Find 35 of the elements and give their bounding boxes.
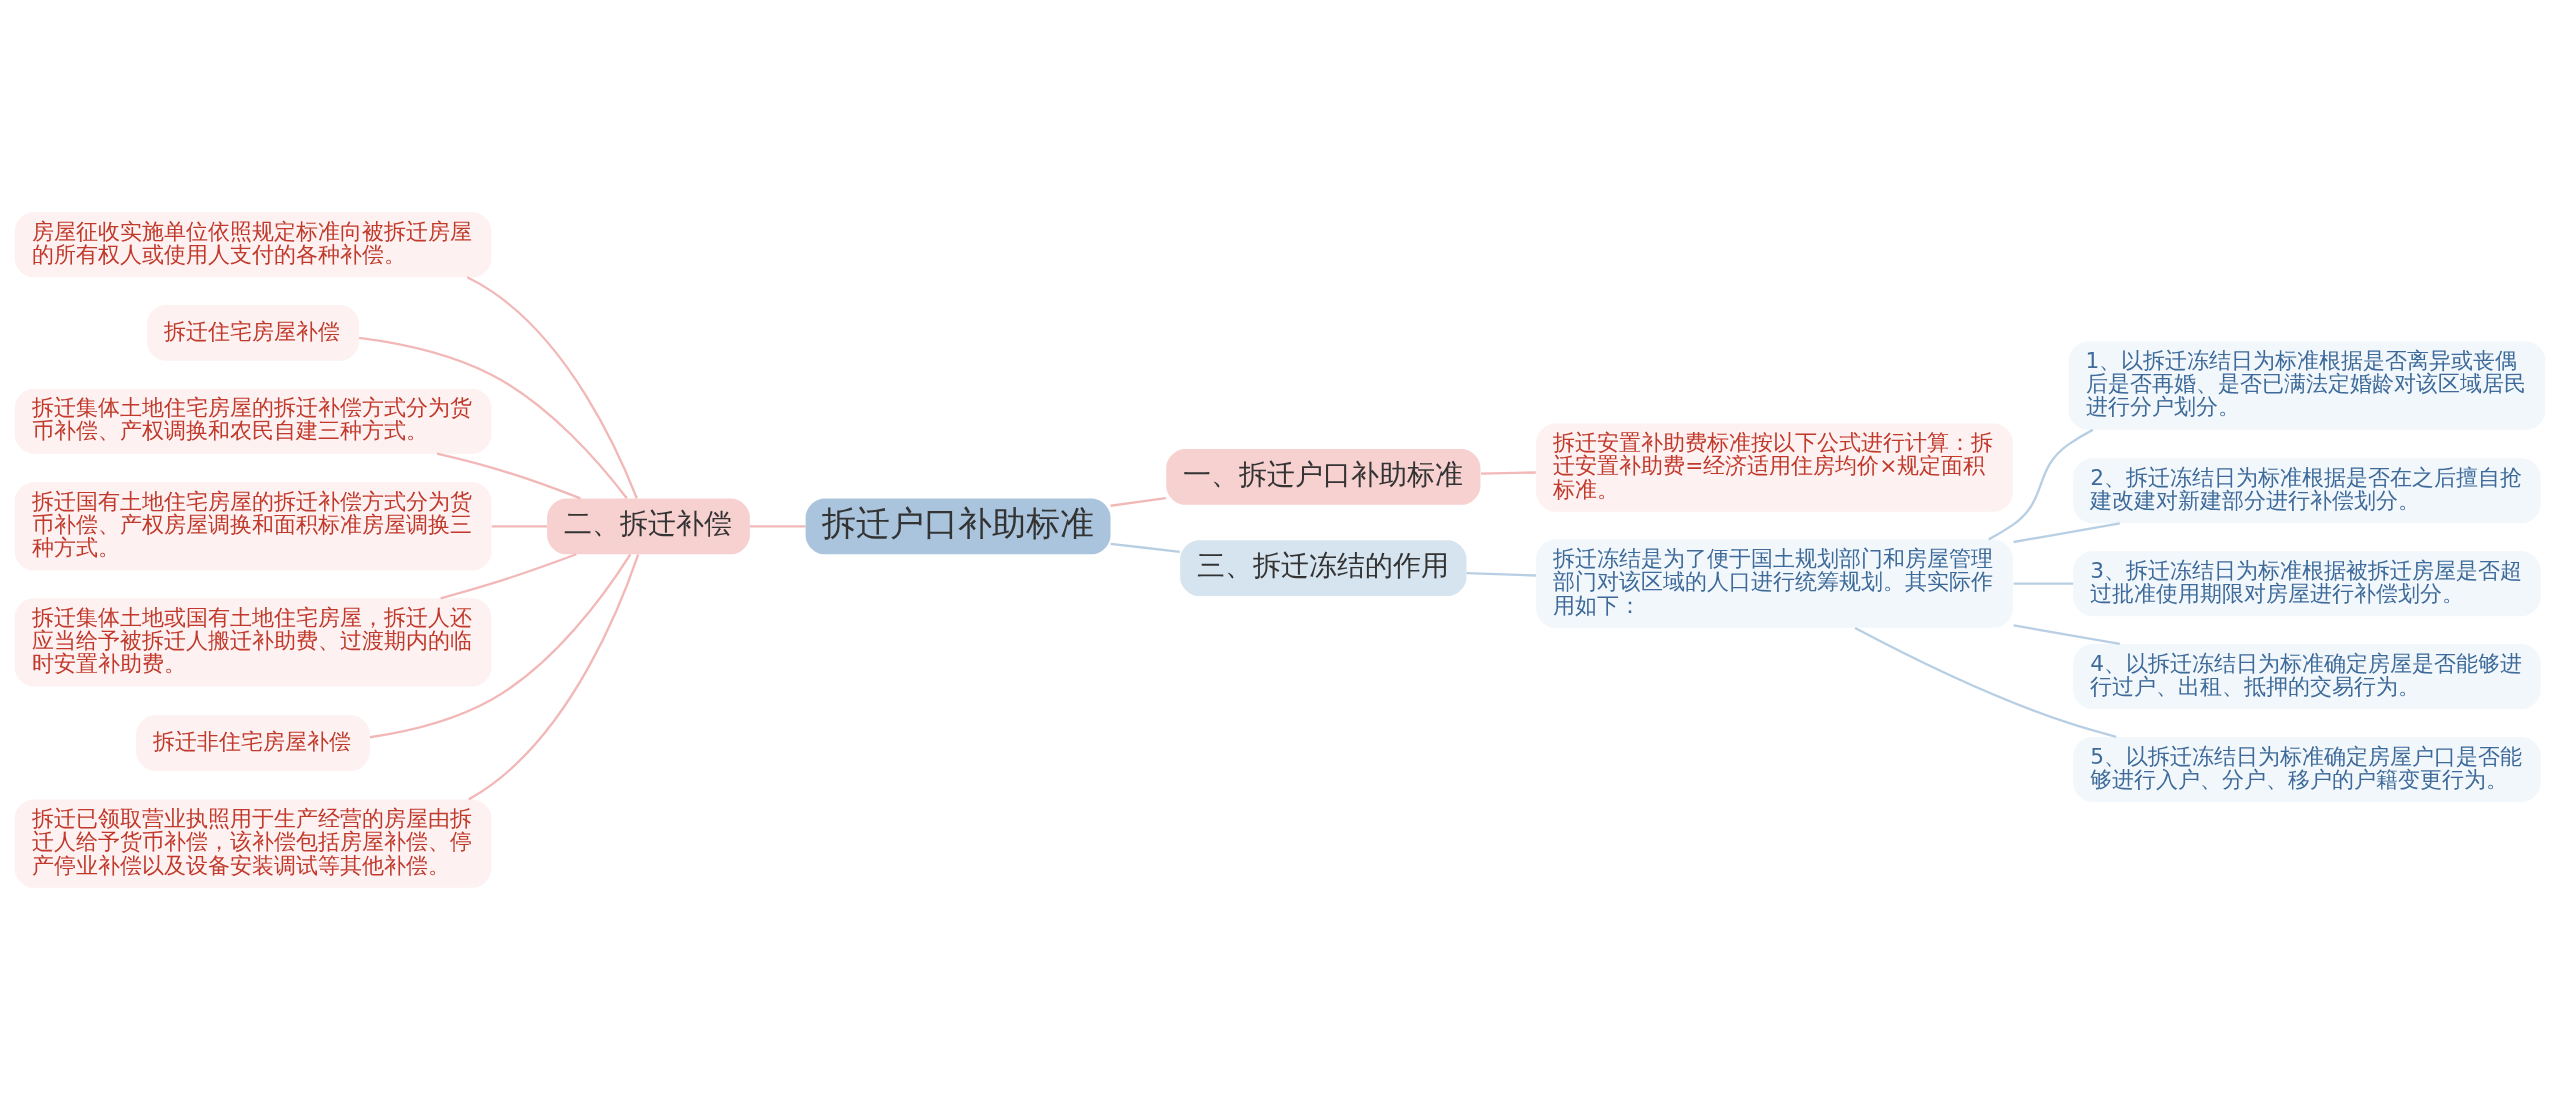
connector <box>749 524 806 528</box>
node-box: 房屋征收实施单位依照规定标准向被拆迁房屋的所有权人或使用人支付的各种补偿。 <box>14 211 492 277</box>
node-box: 二、拆迁补偿 <box>547 498 750 554</box>
node-box: 拆迁国有土地住宅房屋的拆迁补偿方式分为货币补偿、产权房屋调换和面积标准房屋调换三种方式。 <box>14 481 492 570</box>
connector <box>358 336 628 499</box>
node-box: 拆迁冻结是为了便于国土规划部门和房屋管理部门对该区域的人口进行统筹规划。其实际作用如下： <box>1536 539 2013 628</box>
connector <box>466 275 638 499</box>
node-box: 三、拆迁冻结的作用 <box>1180 539 1467 596</box>
node-box: 拆迁非住宅房屋补偿 <box>136 714 370 771</box>
connector <box>1110 496 1166 507</box>
connector <box>1854 626 2117 738</box>
connector <box>1466 571 1536 577</box>
connector <box>468 553 640 800</box>
node-box: 拆迁安置补助费标准按以下公式进行计算：拆迁安置补助费=经济适用住房均价×规定面积标准。 <box>1536 422 2013 512</box>
connector <box>2013 623 2120 645</box>
node-box: 5、以拆迁冻结日为标准确定房屋户口是否能够进行入户、分户、移户的户籍变更行为。 <box>2073 736 2541 802</box>
connector <box>491 524 548 528</box>
node-box: 拆迁住宅房屋补偿 <box>147 304 360 361</box>
node-box: 拆迁集体土地住宅房屋的拆迁补偿方式分为货币补偿、产权调换和农民自建三种方式。 <box>14 388 492 454</box>
connector <box>436 452 581 499</box>
node-box: 2、拆迁冻结日为标准根据是否在之后擅自抢建改建对新建部分进行补偿划分。 <box>2073 457 2541 523</box>
node-box: 4、以拆迁冻结日为标准确定房屋是否能够进行过户、出租、抵押的交易行为。 <box>2073 643 2541 709</box>
node-box: 拆迁集体土地或国有土地住宅房屋，拆迁人还应当给予被拆迁人搬迁补助费、过渡期内的临时安置补助费。 <box>14 597 492 687</box>
node-box: 1、以拆迁冻结日为标准根据是否离异或丧偶后是否再婚、是否已满法定婚龄对该区域居民进行分户划分。 <box>2068 340 2546 430</box>
connector <box>2013 521 2120 543</box>
connector <box>369 553 632 738</box>
connector <box>440 552 577 599</box>
node-box: 一、拆迁户口补助标准 <box>1166 448 1481 505</box>
node-box: 拆迁户口补助标准 <box>805 498 1111 554</box>
connector <box>2013 582 2074 585</box>
connector <box>1988 428 2094 540</box>
connector <box>1480 470 1536 475</box>
node-box: 拆迁已领取营业执照用于生产经营的房屋由拆迁人给予货币补偿，该补偿包括房屋补偿、停产停业补偿以及设备安装调试等其他补偿。 <box>14 799 492 888</box>
node-box: 3、拆迁冻结日为标准根据被拆迁房屋是否超过批准使用期限对房屋进行补偿划分。 <box>2073 550 2541 616</box>
connector <box>1110 542 1180 553</box>
